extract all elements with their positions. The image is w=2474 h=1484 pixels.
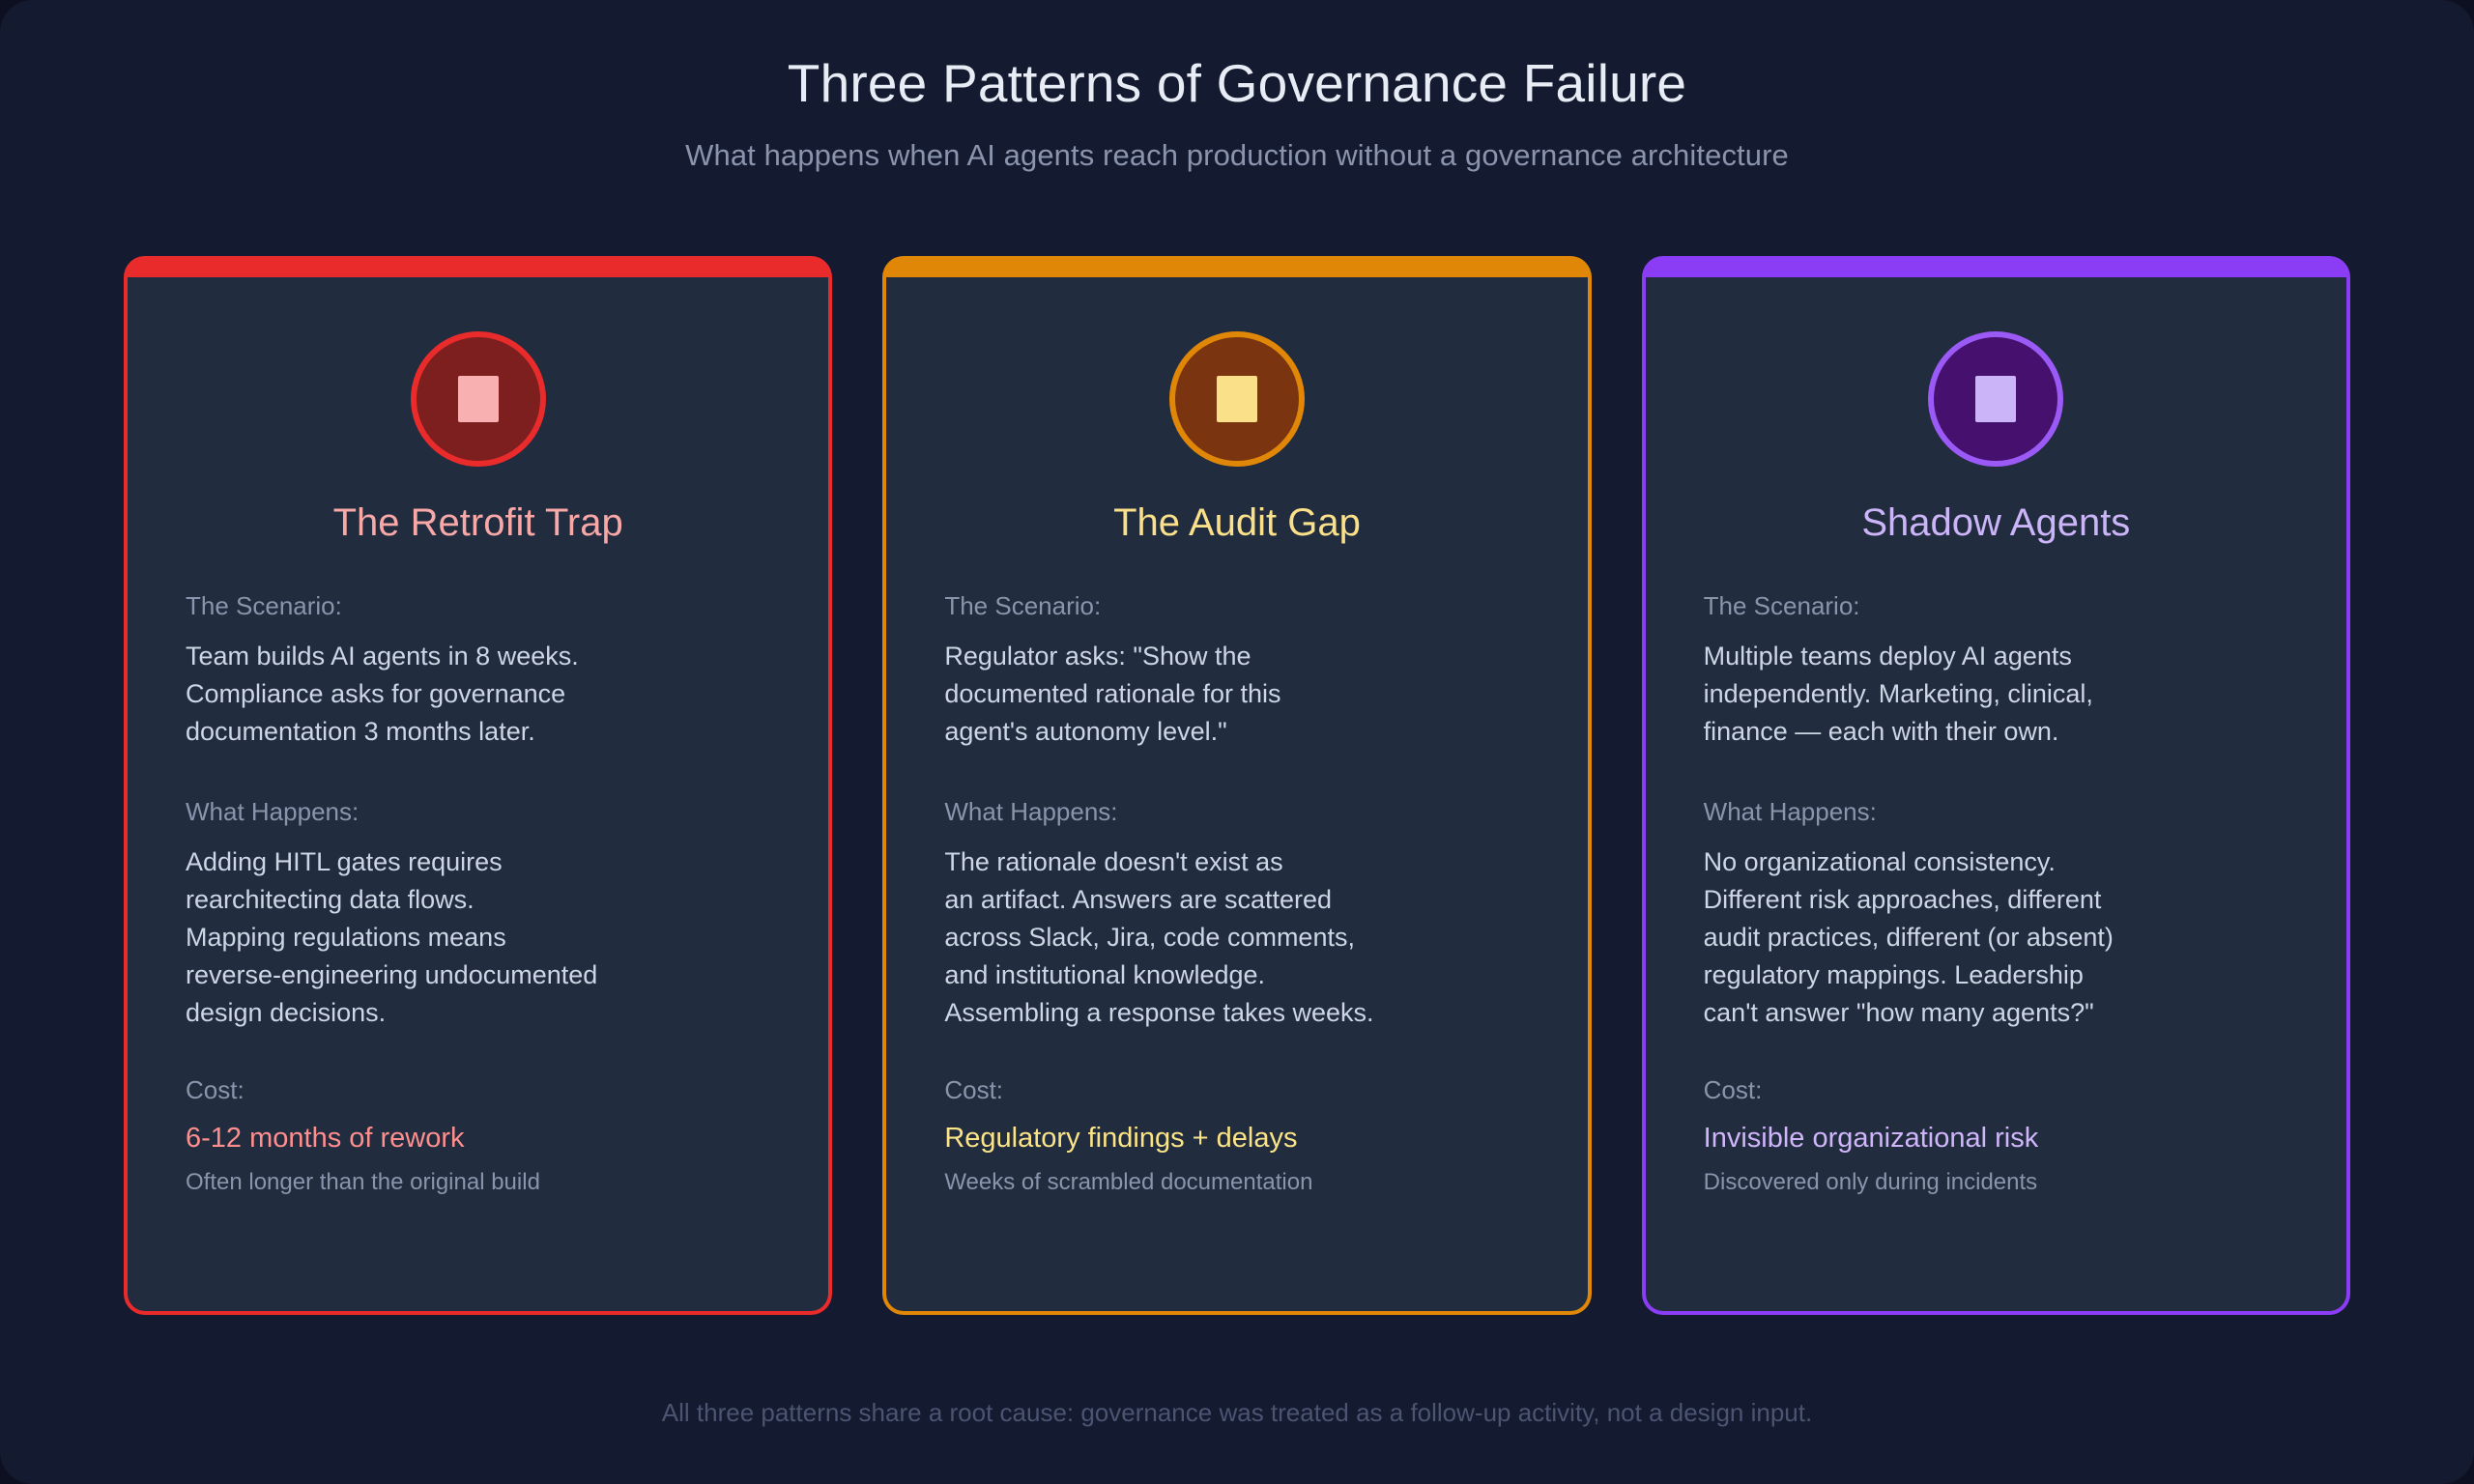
card-title: The Audit Gap (1113, 501, 1361, 544)
square-marker-icon (1168, 331, 1305, 467)
scenario-label: The Scenario: (944, 591, 1102, 620)
card-icon-wrap (186, 331, 770, 467)
square-marker-icon (1928, 331, 2064, 467)
what-happens-section: What Happens: Adding HITL gates requires… (186, 796, 770, 1031)
cost-section: Cost: 6-12 months of rework Often longer… (186, 1074, 770, 1198)
what-happens-label: What Happens: (186, 797, 360, 827)
icon-glyph-square (1216, 376, 1257, 422)
page-title: Three Patterns of Governance Failure (787, 53, 1687, 113)
what-happens-section: What Happens: No organizational consiste… (1704, 796, 2288, 1031)
card-icon-wrap (944, 331, 1529, 467)
cost-value: Invisible organizational risk (1703, 1123, 2039, 1155)
card-icon-wrap (1704, 331, 2288, 467)
cost-label: Cost: (186, 1074, 245, 1104)
header: Three Patterns of Governance Failure Wha… (0, 0, 2474, 173)
scenario-body: Team builds AI agents in 8 weeks. Compli… (186, 641, 579, 746)
scenario-label: The Scenario: (186, 591, 342, 620)
what-happens-body: Adding HITL gates requires rearchitectin… (186, 847, 598, 1027)
what-happens-body: No organizational consistency. Different… (1703, 847, 2114, 1027)
cost-value: Regulatory findings + delays (944, 1123, 1298, 1155)
what-happens-label: What Happens: (944, 797, 1118, 827)
cost-note: Weeks of scrambled documentation (944, 1169, 1313, 1196)
icon-glyph-square (457, 376, 499, 422)
what-happens-section: What Happens: The rationale doesn't exis… (944, 796, 1529, 1031)
cost-label: Cost: (944, 1074, 1004, 1104)
scenario-label: The Scenario: (1703, 591, 1860, 620)
cost-section: Cost: Regulatory findings + delays Weeks… (944, 1074, 1529, 1198)
scenario-section: The Scenario: Regulator asks: "Show the … (944, 590, 1529, 750)
scenario-section: The Scenario: Multiple teams deploy AI a… (1704, 590, 2288, 750)
page-subtitle: What happens when AI agents reach produc… (685, 137, 1789, 172)
what-happens-label: What Happens: (1703, 797, 1877, 827)
cost-value: 6-12 months of rework (186, 1123, 465, 1155)
pattern-card-audit-gap[interactable]: The Audit Gap The Scenario: Regulator as… (882, 256, 1592, 1315)
card-title: The Retrofit Trap (332, 501, 623, 544)
icon-glyph-square (1975, 376, 2017, 422)
cost-note: Often longer than the original build (186, 1169, 540, 1196)
what-happens-body: The rationale doesn't exist as an artifa… (944, 847, 1374, 1027)
cost-section: Cost: Invisible organizational risk Disc… (1704, 1074, 2288, 1198)
cost-label: Cost: (1703, 1074, 1763, 1104)
scenario-section: The Scenario: Team builds AI agents in 8… (186, 590, 770, 750)
footer-note: All three patterns share a root cause: g… (661, 1398, 1813, 1427)
cost-note: Discovered only during incidents (1703, 1169, 2038, 1196)
pattern-cards-row: The Retrofit Trap The Scenario: Team bui… (124, 256, 2350, 1315)
scenario-body: Multiple teams deploy AI agents independ… (1703, 641, 2093, 746)
scenario-body: Regulator asks: "Show the documented rat… (944, 641, 1281, 746)
card-title: Shadow Agents (1861, 501, 2131, 544)
pattern-card-retrofit-trap[interactable]: The Retrofit Trap The Scenario: Team bui… (124, 256, 833, 1315)
pattern-card-shadow-agents[interactable]: Shadow Agents The Scenario: Multiple tea… (1641, 256, 2350, 1315)
square-marker-icon (410, 331, 546, 467)
